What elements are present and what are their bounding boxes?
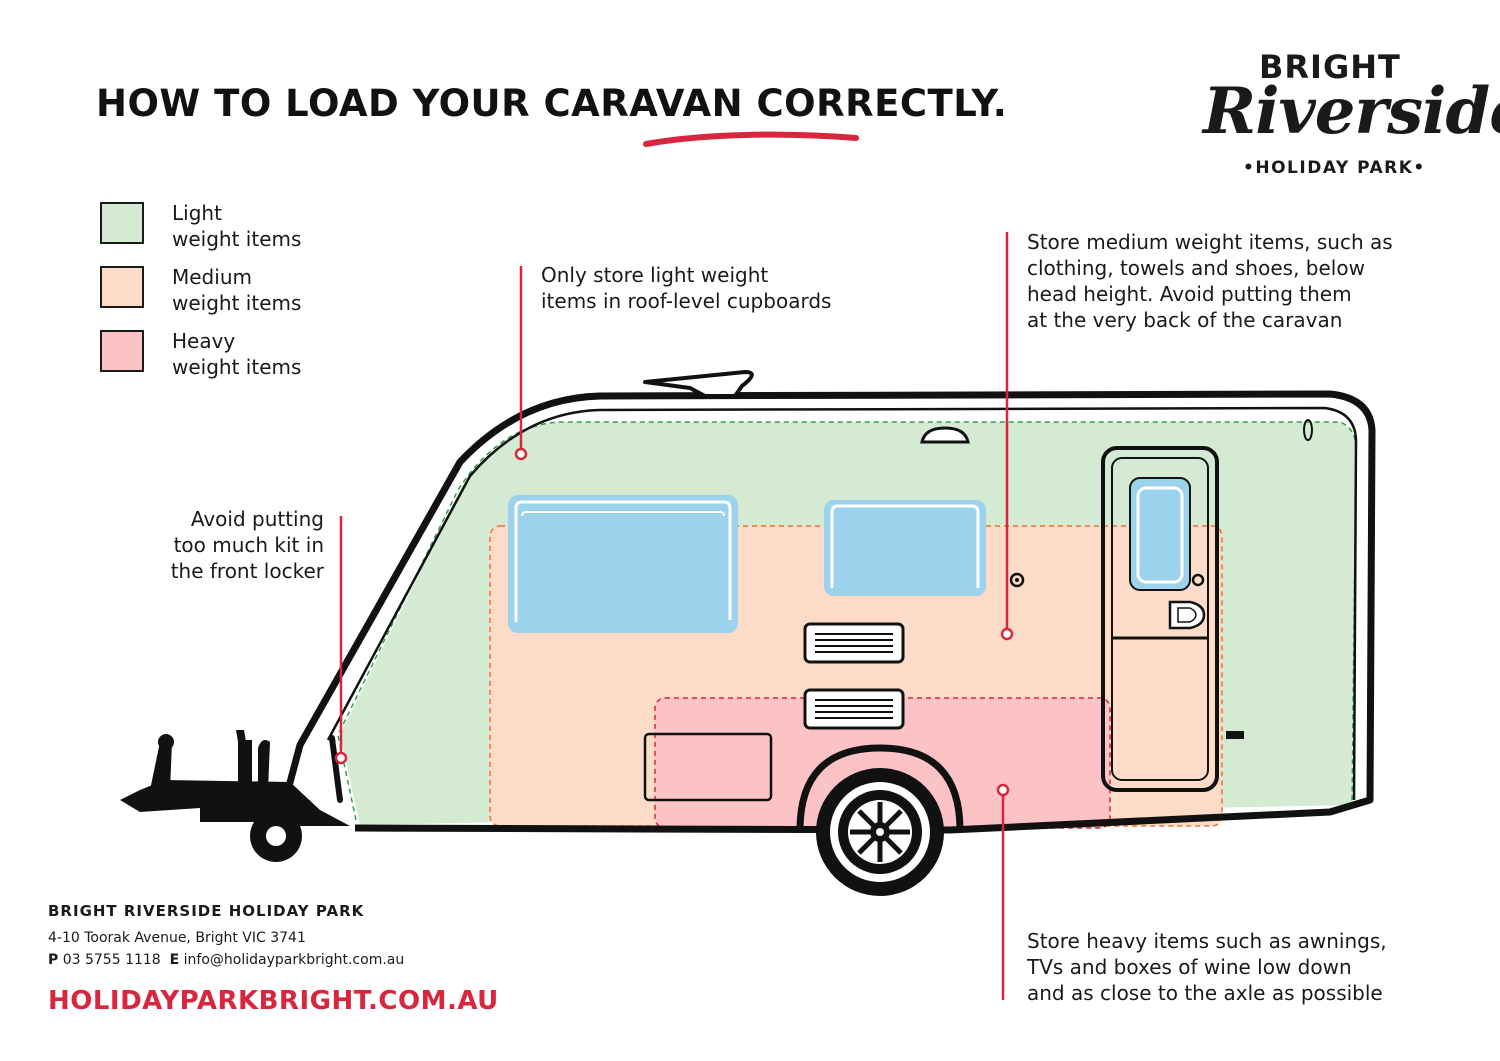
service-hatch bbox=[643, 732, 773, 802]
footer-phone-label: P bbox=[48, 952, 59, 968]
title-underline bbox=[643, 131, 859, 147]
wheel-arch bbox=[796, 744, 964, 831]
door-window bbox=[1129, 477, 1191, 591]
door-handle bbox=[1168, 600, 1206, 630]
caravan-body-outline bbox=[284, 390, 1376, 834]
grab-handle bbox=[920, 426, 970, 444]
upper-vent bbox=[803, 622, 905, 664]
callout-heavy-items: Store heavy items such as awnings, TVs a… bbox=[1027, 929, 1387, 1005]
logo-line-riverside: Riverside bbox=[1203, 74, 1500, 149]
footer-website-link[interactable]: HOLIDAYPARKBRIGHT.COM.AU bbox=[48, 986, 499, 1016]
footer-email[interactable]: info@holidayparkbright.com.au bbox=[183, 952, 405, 968]
legend-label-light: Light weight items bbox=[172, 201, 302, 251]
footer-email-label: E bbox=[169, 952, 180, 968]
lower-vent bbox=[803, 688, 905, 730]
callout-roof-cupboards: Only store light weight items in roof-le… bbox=[541, 263, 832, 313]
logo-line-bright: BRIGHT bbox=[1259, 48, 1401, 86]
logo-line-holiday-park: •HOLIDAY PARK• bbox=[1243, 158, 1426, 178]
side-window bbox=[824, 500, 986, 596]
legend-swatch-medium bbox=[100, 266, 144, 308]
front-window bbox=[508, 495, 738, 633]
footer-address: 4-10 Toorak Avenue, Bright VIC 3741 bbox=[48, 930, 306, 946]
legend-label-medium: Medium weight items bbox=[172, 265, 302, 315]
footer-business-name: BRIGHT RIVERSIDE HOLIDAY PARK bbox=[48, 902, 365, 920]
legend-label-heavy: Heavy weight items bbox=[172, 329, 302, 379]
legend-swatch-heavy bbox=[100, 330, 144, 372]
brand-logo: BRIGHT Riverside •HOLIDAY PARK• bbox=[1195, 44, 1500, 194]
wheel bbox=[816, 768, 944, 896]
roof-vent bbox=[643, 370, 754, 398]
page-title: HOW TO LOAD YOUR CARAVAN CORRECTLY. bbox=[96, 82, 1008, 125]
footer-contact: P 03 5755 1118 E info@holidayparkbright.… bbox=[48, 952, 404, 968]
caravan-door bbox=[1101, 446, 1219, 792]
tow-hitch bbox=[120, 730, 350, 862]
callout-medium-items: Store medium weight items, such as cloth… bbox=[1027, 230, 1393, 332]
footer-phone[interactable]: 03 5755 1118 bbox=[62, 952, 161, 968]
callout-front-locker: Avoid putting too much kit in the front … bbox=[170, 507, 324, 583]
legend-swatch-light bbox=[100, 202, 144, 244]
